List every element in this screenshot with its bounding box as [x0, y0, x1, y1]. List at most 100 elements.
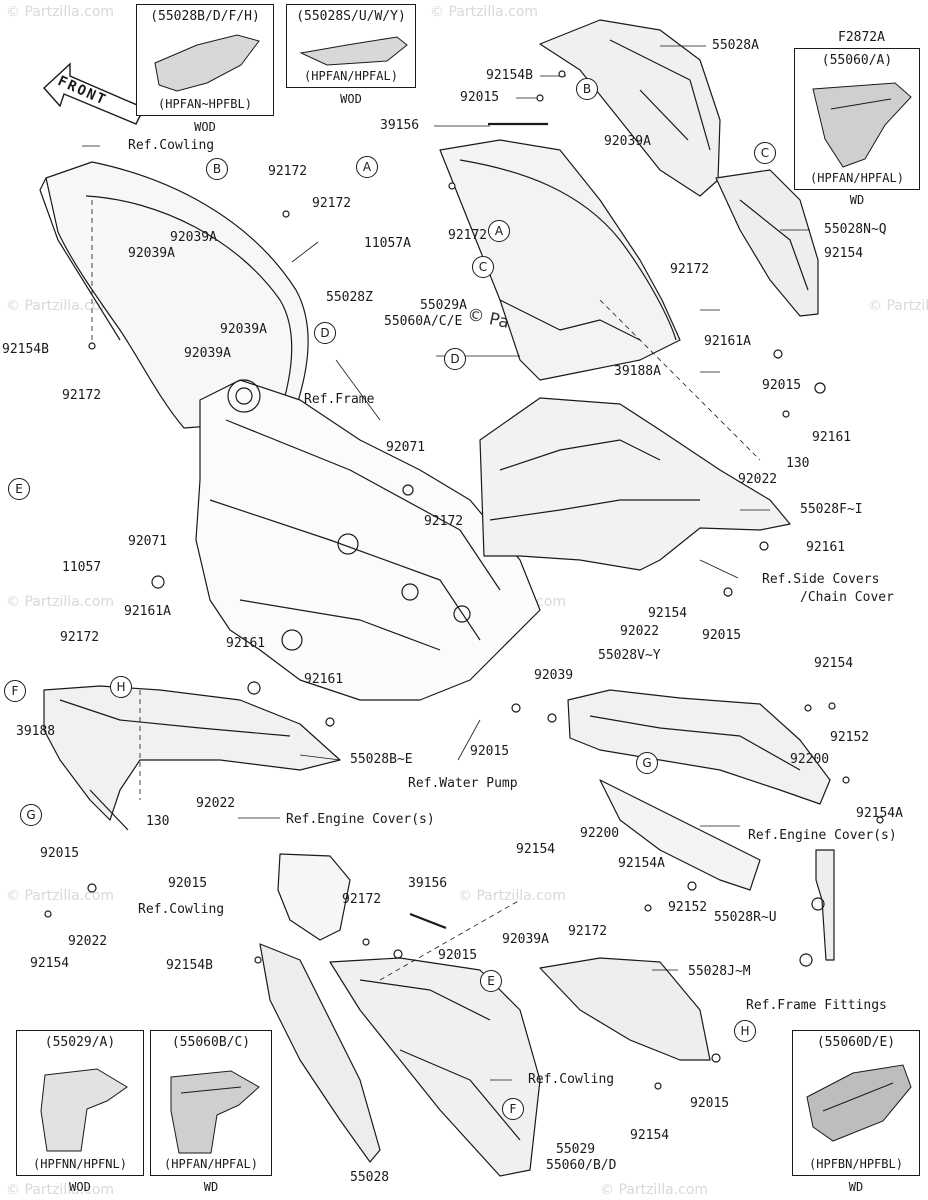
part-label: 92154	[630, 1128, 670, 1143]
part-label: 92152	[830, 730, 870, 745]
inset-55028B-D-F-H: (55028B/D/F/H) (HPFAN~HPFBL)	[136, 4, 274, 116]
callout-b: B	[576, 78, 598, 100]
part-label: 92154	[648, 606, 688, 621]
part-label: 92015	[702, 628, 742, 643]
watermark: © Partzilla.com	[600, 1182, 709, 1198]
watermark: © Partzilla.com	[6, 4, 115, 20]
part-label: 92154B	[2, 342, 49, 357]
part-label: 55028R~U	[714, 910, 777, 925]
inset-code: (55060D/E)	[816, 1035, 896, 1050]
part-label: 92200	[790, 752, 830, 767]
part-label: 92154B	[166, 958, 213, 973]
part-label: 11057A	[364, 236, 411, 251]
callout-g: G	[636, 752, 658, 774]
ref-label: Ref.Water Pump	[408, 776, 518, 791]
inset-part-drawing	[170, 1070, 260, 1154]
part-label: 11057	[62, 560, 102, 575]
callout-e: E	[480, 970, 502, 992]
ref-label: Ref.Cowling	[128, 138, 215, 153]
part-label: 92172	[62, 388, 102, 403]
inset-code: (55028B/D/F/H)	[150, 9, 260, 24]
callout-f: F	[502, 1098, 524, 1120]
part-label: 92154B	[486, 68, 533, 83]
part-label: 92015	[438, 948, 478, 963]
part-label: 55060/B/D	[546, 1158, 617, 1173]
part-label: 92039	[534, 668, 574, 683]
part-label: 92039A	[220, 322, 267, 337]
ref-label: Ref.Frame Fittings	[746, 998, 887, 1013]
part-label: 55028	[350, 1170, 390, 1185]
front-direction-arrow	[43, 62, 145, 125]
callout-a: A	[488, 220, 510, 242]
part-label: 92015	[168, 876, 208, 891]
part-label: 92161	[806, 540, 846, 555]
part-label: 92022	[620, 624, 660, 639]
part-label: 92154A	[618, 856, 665, 871]
part-label: 92071	[386, 440, 426, 455]
part-label: 39188A	[614, 364, 661, 379]
part-label: 55028A	[712, 38, 759, 53]
part-label: 92161	[304, 672, 344, 687]
part-label: 92039A	[184, 346, 231, 361]
part-label: 55028J~M	[688, 964, 751, 979]
inset-note: WD	[848, 1180, 864, 1194]
part-label: 55028F~I	[800, 502, 863, 517]
part-label: 92172	[268, 164, 308, 179]
watermark: © Partzilla.com	[868, 298, 928, 314]
part-label: 55028N~Q	[824, 222, 887, 237]
callout-d: D	[444, 348, 466, 370]
callout-c: C	[754, 142, 776, 164]
part-label: 92161	[226, 636, 266, 651]
inset-variant: (HPFNN/HPFNL)	[33, 1157, 127, 1171]
inset-variant: (HPFAN/HPFAL)	[304, 69, 398, 83]
inset-code: (55060B/C)	[171, 1035, 251, 1050]
inset-variant: (HPFAN~HPFBL)	[158, 97, 252, 111]
callout-f: F	[4, 680, 26, 702]
inset-code: (55060/A)	[821, 53, 893, 68]
frame-fitting-bracket	[815, 849, 835, 961]
ref-label: Ref.Cowling	[528, 1072, 615, 1087]
ref-label: Ref.Cowling	[138, 902, 225, 917]
part-label: 92172	[424, 514, 464, 529]
middle-side-panel	[479, 397, 791, 571]
side-panel-nq	[715, 169, 819, 317]
part-label: 92154	[516, 842, 556, 857]
part-label: 92015	[690, 1096, 730, 1111]
inset-part-drawing	[299, 36, 408, 66]
part-label: 92172	[60, 630, 100, 645]
part-label: 55029A	[420, 298, 467, 313]
inset-55060D-E: (55060D/E) (HPFBN/HPFBL)	[792, 1030, 920, 1176]
watermark: © Partzilla.com	[6, 594, 115, 610]
part-label: 55060A/C/E	[384, 314, 463, 329]
watermark: © Partzilla.com	[430, 4, 539, 20]
part-label: 92015	[460, 90, 500, 105]
part-label: 130	[786, 456, 810, 471]
ref-label: Ref.Engine Cover(s)	[748, 828, 897, 843]
part-label: 92154	[30, 956, 70, 971]
part-label: 92172	[342, 892, 382, 907]
part-label: 92161A	[124, 604, 171, 619]
part-label: 92172	[568, 924, 608, 939]
inset-55060-A: (55060/A) (HPFAN/HPFAL)	[794, 48, 920, 190]
inset-variant: (HPFAN/HPFAL)	[810, 171, 904, 185]
part-label: 92154	[814, 656, 854, 671]
part-label: 92015	[40, 846, 80, 861]
part-label: 55028B~E	[350, 752, 413, 767]
callout-h: H	[734, 1020, 756, 1042]
inset-note: WOD	[340, 92, 362, 106]
inset-variant: (HPFAN/HPFAL)	[164, 1157, 258, 1171]
watermark: © Partzilla.com	[6, 888, 115, 904]
side-panel-jm	[539, 957, 711, 1061]
callout-e: E	[8, 478, 30, 500]
figure-code: F2872A	[838, 30, 885, 45]
ref-label: /Chain Cover	[800, 590, 894, 605]
under-cowl	[599, 779, 761, 891]
part-label: 92039A	[128, 246, 175, 261]
part-label: 92172	[670, 262, 710, 277]
watermark: © Partzilla.com	[6, 1182, 115, 1198]
cowling-bracket	[277, 853, 351, 941]
inset-code: (55029/A)	[44, 1035, 116, 1050]
part-label: 39156	[380, 118, 420, 133]
